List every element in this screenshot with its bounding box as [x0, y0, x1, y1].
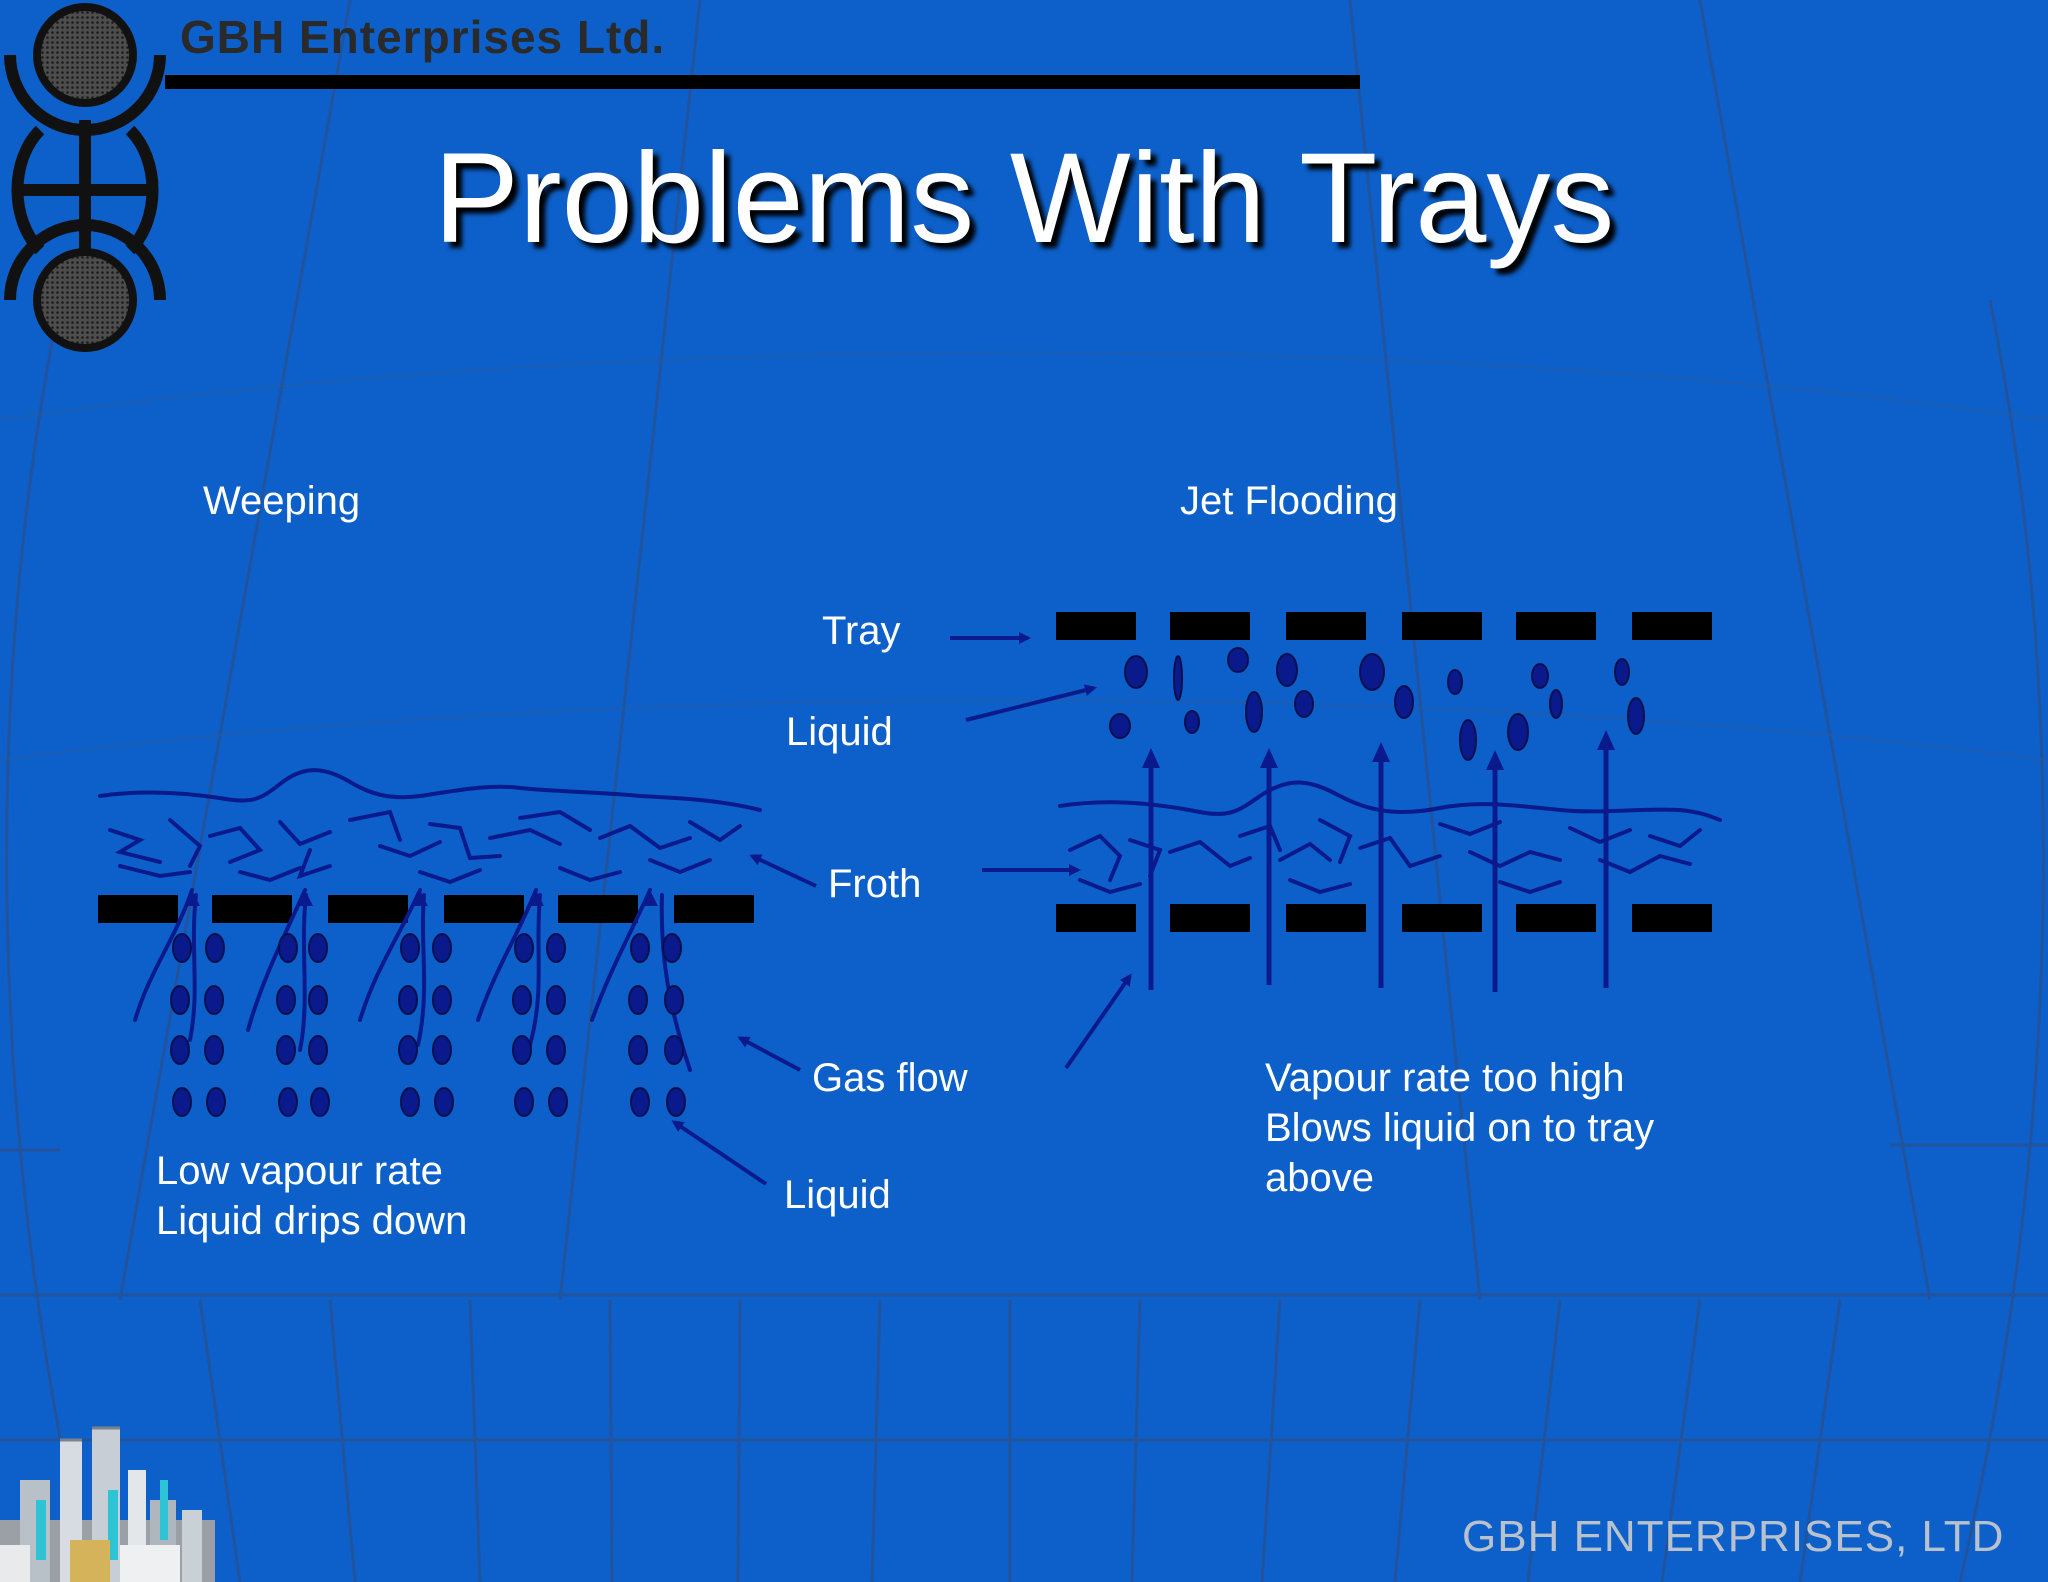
liquid-top-pointer-arrow — [965, 684, 1097, 722]
weeping-froth — [98, 768, 762, 885]
weeping-droplets — [170, 933, 686, 1117]
callout-tray: Tray — [822, 609, 901, 653]
weeping-caption-line1: Low vapour rate — [156, 1149, 443, 1193]
callout-froth: Froth — [828, 862, 922, 906]
jet-vapour-arrows — [1148, 740, 1609, 992]
weeping-caption-line2: Liquid drips down — [156, 1199, 468, 1243]
froth-pointer-arrow-left — [749, 854, 817, 888]
jet-flooding-caption-line3: above — [1265, 1156, 1374, 1200]
company-logo-icon — [4, 3, 166, 352]
jet-lower-tray — [1056, 904, 1712, 932]
jet-flooding-heading: Jet Flooding — [1180, 479, 1398, 523]
page-title: Problems With Trays — [433, 127, 1615, 270]
weeping-tray — [98, 895, 754, 923]
jet-flooding-caption: Vapour rate too high Blows liquid on to … — [1265, 1053, 1654, 1203]
jet-flooding-caption-line1: Vapour rate too high — [1265, 1056, 1625, 1100]
weeping-caption: Low vapour rate Liquid drips down — [156, 1146, 467, 1246]
jet-flooding-caption-line2: Blows liquid on to tray — [1265, 1106, 1655, 1150]
company-name: GBH Enterprises Ltd. — [180, 11, 666, 63]
gas-flow-pointer-arrow-left — [737, 1036, 801, 1072]
gas-flow-pointer-arrow-right — [1064, 973, 1132, 1070]
callout-liquid-top: Liquid — [786, 710, 893, 754]
weeping-heading: Weeping — [203, 479, 361, 523]
header-rule — [165, 75, 1360, 89]
callout-liquid-bottom: Liquid — [784, 1173, 891, 1217]
jet-upper-tray — [1056, 612, 1712, 640]
jet-liquid-drops — [1109, 647, 1645, 761]
callout-gas-flow: Gas flow — [812, 1056, 968, 1100]
footer-company-name: GBH ENTERPRISES, LTD — [1462, 1512, 2005, 1561]
liquid-bottom-pointer-arrow — [671, 1120, 768, 1186]
